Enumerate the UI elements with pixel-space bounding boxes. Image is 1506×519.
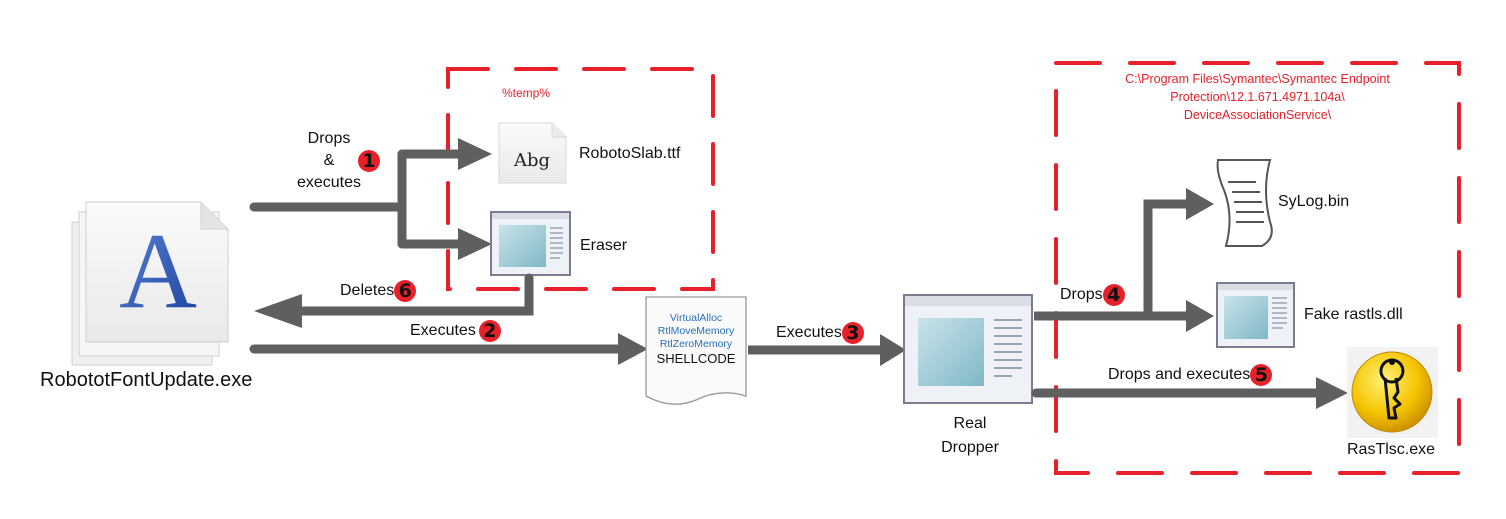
step-badge-6: 6: [394, 280, 417, 302]
edge-1-label-line: executes: [296, 174, 362, 191]
fake-dll-label: Fake rastls.dll: [1304, 306, 1403, 323]
edge-4-text: Drops: [1060, 286, 1103, 304]
path-line: DeviceAssociationService\: [1183, 108, 1332, 122]
font-file-icon: Abg: [498, 122, 567, 184]
shellcode-document-icon: [645, 296, 747, 405]
edge-2-text: Executes: [410, 322, 476, 340]
real-dropper-window-icon: [903, 294, 1033, 404]
arrowhead: [618, 333, 648, 365]
api-call: RtlMoveMemory: [657, 325, 735, 337]
shellcode-text: VirtualAlloc RtlMoveMemory RtlZeroMemory…: [646, 312, 746, 367]
svg-text:Abg: Abg: [513, 150, 550, 171]
svg-text:A: A: [119, 212, 197, 331]
eraser-label: Eraser: [580, 237, 628, 254]
step-badge-1: 1: [358, 150, 380, 172]
arrowhead: [254, 294, 302, 328]
edge-drops-executes: [249, 149, 465, 249]
eraser-window-icon: [490, 211, 571, 276]
edge-1-label: Drops & executes: [290, 128, 368, 194]
arrowhead: [1186, 188, 1214, 220]
rastlsc-label: RasTlsc.exe: [1347, 441, 1436, 458]
font-file-stack-icon: A: [71, 201, 229, 366]
arrowhead: [458, 228, 492, 260]
path-line: Protection\12.1.671.4971.104a\: [1170, 90, 1345, 104]
edge-1-label-line: Drops: [307, 130, 351, 147]
real-dropper-line: Real: [953, 415, 987, 432]
edge-6-text: Deletes: [340, 282, 395, 300]
temp-folder-label: %temp%: [502, 86, 551, 100]
scroll-document-icon: [1216, 159, 1273, 247]
api-call: VirtualAlloc: [669, 312, 723, 324]
shellcode-label: SHELLCODE: [656, 351, 736, 366]
arrowhead: [880, 334, 906, 366]
fake-dll-window-icon: [1216, 282, 1295, 348]
step-badge-3: 3: [841, 322, 864, 344]
arrowhead: [1316, 377, 1348, 409]
real-dropper-label: Real Dropper: [920, 412, 1020, 460]
symantec-folder-label: C:\Program Files\Symantec\Symantec Endpo…: [1060, 70, 1455, 124]
edge-deletes: [295, 273, 534, 316]
api-call: RtlZeroMemory: [659, 338, 733, 350]
font-file-label: RobotoSlab.ttf: [579, 145, 681, 162]
edge-3-text: Executes: [776, 324, 842, 342]
key-icon: [1347, 347, 1438, 438]
arrowhead: [1186, 300, 1214, 332]
path-line: C:\Program Files\Symantec\Symantec Endpo…: [1125, 72, 1390, 86]
step-badge-5: 5: [1250, 364, 1273, 386]
step-badge-4: 4: [1102, 284, 1125, 306]
edge-5-text: Drops and executes: [1108, 366, 1251, 384]
edge-drops: [1034, 199, 1190, 321]
sylog-label: SyLog.bin: [1278, 193, 1350, 210]
edge-1-label-line: &: [323, 152, 335, 169]
main-exe-label: RobototFontUpdate.exe: [40, 369, 253, 391]
real-dropper-line: Dropper: [941, 439, 999, 456]
symantec-folder-box: [1054, 61, 1461, 475]
step-badge-2: 2: [478, 320, 501, 342]
arrowhead: [458, 138, 492, 170]
temp-folder-box: [446, 67, 715, 291]
